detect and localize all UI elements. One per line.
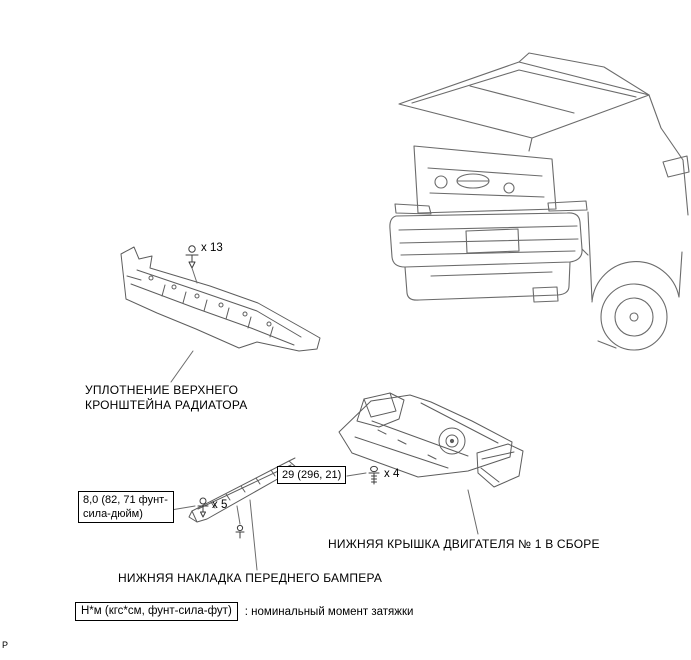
bumper-lower-cover-drawing [188, 457, 298, 523]
bumper-cover-label: НИЖНЯЯ НАКЛАДКА ПЕРЕДНЕГО БАМПЕРА [118, 571, 383, 585]
clip-icon-bumper [197, 497, 209, 518]
bumper-cover-fastener-count: x 5 [212, 499, 228, 511]
torque-legend: Н*м (кгс*см, фунт-сила-фут) : номинальны… [75, 602, 413, 621]
torque-legend-text: : номинальный момент затяжки [244, 605, 414, 618]
radiator-seal-part-drawing [120, 246, 321, 352]
engine-cover-fastener-count: x 4 [384, 468, 400, 480]
vehicle-illustration [389, 52, 690, 351]
leader-lines [170, 267, 479, 571]
bolt-icon-engine-cover [368, 465, 380, 485]
page-marker: P [2, 640, 9, 650]
clip-icon-bumper-lower [235, 524, 245, 539]
bumper-cover-torque-spec: 8,0 (82, 71 фунт-сила-дюйм) [78, 491, 174, 523]
radiator-seal-label: УПЛОТНЕНИЕ ВЕРХНЕГО КРОНШТЕЙНА РАДИАТОРА [85, 383, 248, 412]
engine-cover-label: НИЖНЯЯ КРЫШКА ДВИГАТЕЛЯ № 1 В СБОРЕ [328, 537, 600, 551]
engine-cover-torque-spec: 29 (296, 21) [277, 466, 347, 484]
radiator-seal-fastener-count: x 13 [201, 242, 223, 254]
clip-icon-radiator [185, 245, 199, 269]
torque-unit-box: Н*м (кгс*см, фунт-сила-фут) [75, 602, 238, 621]
engine-under-cover-drawing [338, 392, 524, 488]
